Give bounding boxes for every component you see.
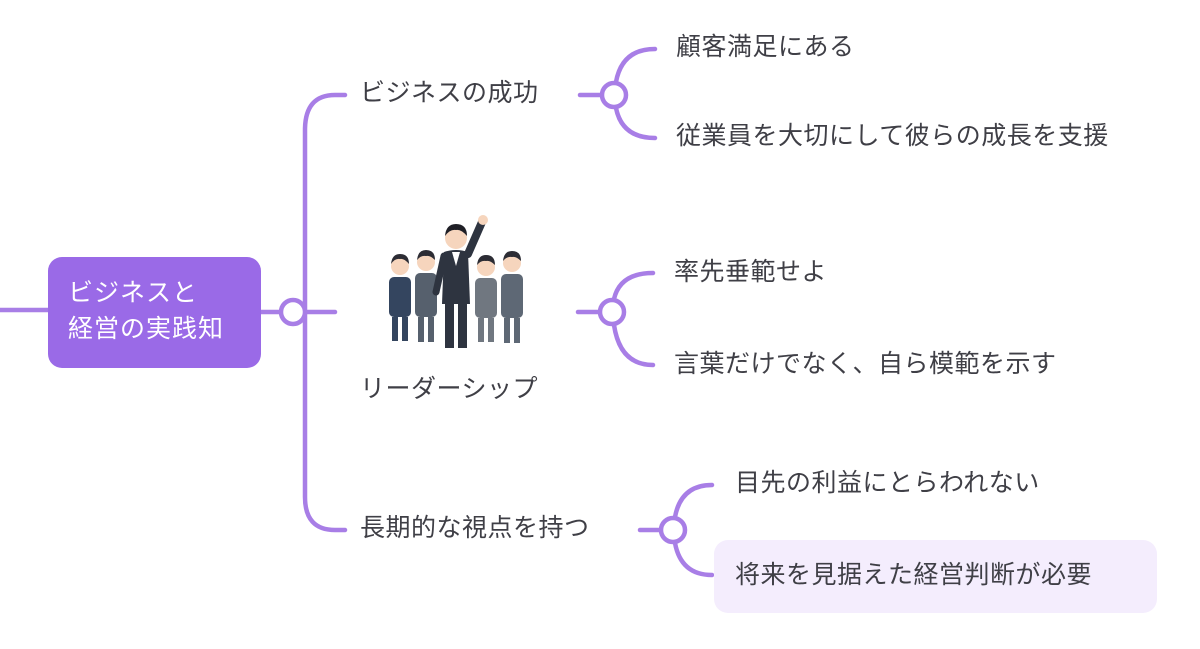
branch-1-connector-knob — [599, 80, 629, 110]
leaf-node-customer-satisfaction[interactable]: 顧客満足にある — [676, 32, 855, 61]
branch-2-child-2-line — [611, 322, 656, 368]
branch-3-connector-knob — [658, 515, 688, 545]
leaf-node-show-model-yourself[interactable]: 言葉だけでなく、自ら模範を示す — [674, 349, 1057, 378]
root-connector-knob — [278, 297, 308, 327]
branch-node-business-success[interactable]: ビジネスの成功 — [360, 78, 539, 107]
trunk-to-branch-1 — [302, 92, 348, 315]
branch-node-leadership[interactable]: リーダーシップ — [360, 374, 539, 403]
root-node-line-1: ビジネスと — [68, 278, 199, 307]
leaf-node-support-employees[interactable]: 従業員を大切にして彼らの成長を支援 — [676, 121, 1109, 150]
branch-2-connector-knob — [597, 297, 627, 327]
trunk-to-branch-3 — [302, 309, 348, 533]
branch-1-child-2-line — [613, 105, 658, 141]
leaf-node-future-oriented-decision[interactable]: 将来を見据えた経営判断が必要 — [735, 560, 1093, 589]
leaf-node-ignore-short-term-profit[interactable]: 目先の利益にとらわれない — [735, 468, 1040, 497]
team-member-figure-1 — [389, 254, 411, 341]
branch-node-long-term-view[interactable]: 長期的な視点を持つ — [360, 513, 590, 542]
team-member-figure-2 — [415, 250, 437, 342]
leaf-node-lead-by-example[interactable]: 率先垂範せよ — [674, 257, 828, 286]
leader-and-team-illustration — [389, 215, 523, 348]
root-node[interactable]: ビジネスと 経営の実践知 — [48, 257, 261, 368]
highlighted-node-background — [714, 540, 1157, 613]
team-member-figure-4 — [501, 251, 523, 343]
root-node-line-2: 経営の実践知 — [68, 314, 225, 343]
leader-figure — [432, 215, 488, 348]
branch-1-child-1-line — [613, 46, 658, 85]
branch-2-child-1-line — [611, 270, 656, 302]
branch-3-child-1-line — [672, 482, 715, 520]
team-member-figure-3 — [475, 255, 497, 342]
branch-3-child-2-line — [672, 540, 715, 578]
